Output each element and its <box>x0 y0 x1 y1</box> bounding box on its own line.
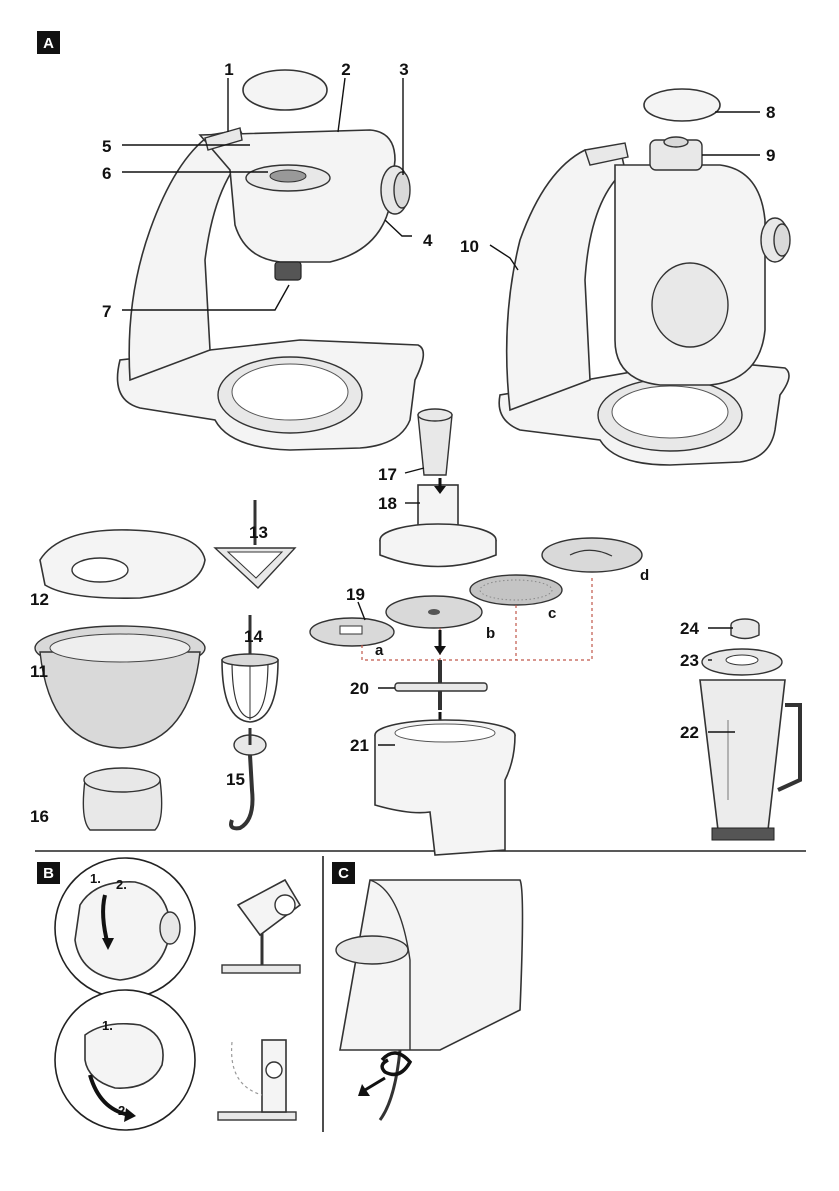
part-label-1: 1 <box>224 60 233 79</box>
splash-guard-illustration <box>39 529 206 600</box>
leader-lines <box>122 77 760 746</box>
part-label-8: 8 <box>766 103 775 122</box>
step-b-bottom-1: 1. <box>102 1018 113 1033</box>
disc-letters: a b c d <box>375 567 649 659</box>
step-b-circle-bottom <box>54 989 196 1131</box>
section-badge-b: B <box>37 862 60 884</box>
part-label-2: 2 <box>341 60 350 79</box>
blender-lid-cap-illustration <box>730 618 760 640</box>
mixing-bowl-illustration <box>34 625 206 749</box>
section-badge-b-label: B <box>43 865 54 882</box>
disc-carrier-illustration <box>394 660 488 710</box>
kneading-hook-illustration <box>229 728 267 831</box>
step-b-bottom-2: 2. <box>118 1103 129 1118</box>
part-label-23: 23 <box>680 651 699 670</box>
continuous-shredder-lid-illustration <box>379 484 497 568</box>
part-label-21: 21 <box>350 736 369 755</box>
pusher-illustration <box>417 408 453 476</box>
blender-lid-illustration <box>701 648 783 676</box>
bowl-cover-illustration <box>82 767 163 831</box>
part-label-24: 24 <box>680 619 699 638</box>
disc-d-illustration <box>541 537 643 573</box>
part-label-5: 5 <box>102 137 111 156</box>
disc-letter-c: c <box>548 605 556 622</box>
step-b-top-2: 2. <box>116 877 127 892</box>
disc-letter-b: b <box>486 625 495 642</box>
section-badge-c-label: C <box>338 865 349 882</box>
step-b-circle-top <box>54 857 196 999</box>
part-label-16: 16 <box>30 807 49 826</box>
kitchen-machine-rotated-illustration <box>498 88 791 466</box>
disc-link-lines <box>361 575 593 661</box>
disc-letter-d: d <box>640 567 649 584</box>
part-label-20: 20 <box>350 679 369 698</box>
part-labels: 1 2 3 4 5 6 7 8 9 10 11 12 13 14 15 16 1… <box>30 60 775 826</box>
beater-illustration <box>213 500 297 589</box>
part-label-9: 9 <box>766 146 775 165</box>
part-label-11: 11 <box>30 662 48 681</box>
part-label-22: 22 <box>680 723 699 742</box>
disc-b-illustration <box>385 595 483 629</box>
part-label-10: 10 <box>460 237 479 256</box>
part-label-14: 14 <box>244 627 263 646</box>
disc-letter-a: a <box>375 642 384 659</box>
step-labels-b: 1. 2. 1. 2. <box>90 871 129 1118</box>
whisk-illustration <box>221 615 279 723</box>
step-b-side-view-top <box>221 878 302 974</box>
part-label-18: 18 <box>378 494 397 513</box>
part-label-13: 13 <box>249 523 268 542</box>
step-b-side-view-bottom <box>217 1039 297 1121</box>
part-label-3: 3 <box>399 60 408 79</box>
step-b-top-1: 1. <box>90 871 101 886</box>
blender-jug-illustration <box>699 679 802 841</box>
section-badge-a: A <box>37 31 60 54</box>
part-label-19: 19 <box>346 585 365 604</box>
part-label-7: 7 <box>102 302 111 321</box>
continuous-shredder-housing-illustration <box>374 719 516 856</box>
cord-storage-illustration <box>335 879 524 1121</box>
section-badge-a-label: A <box>43 35 54 52</box>
part-label-12: 12 <box>30 590 49 609</box>
kitchen-machine-illustration <box>116 69 425 451</box>
disc-c-illustration <box>469 574 563 606</box>
section-badge-c: C <box>332 862 355 884</box>
part-label-15: 15 <box>226 770 245 789</box>
part-label-4: 4 <box>423 231 433 250</box>
disc-a-illustration <box>309 617 395 647</box>
part-label-17: 17 <box>378 465 397 484</box>
part-label-6: 6 <box>102 164 111 183</box>
